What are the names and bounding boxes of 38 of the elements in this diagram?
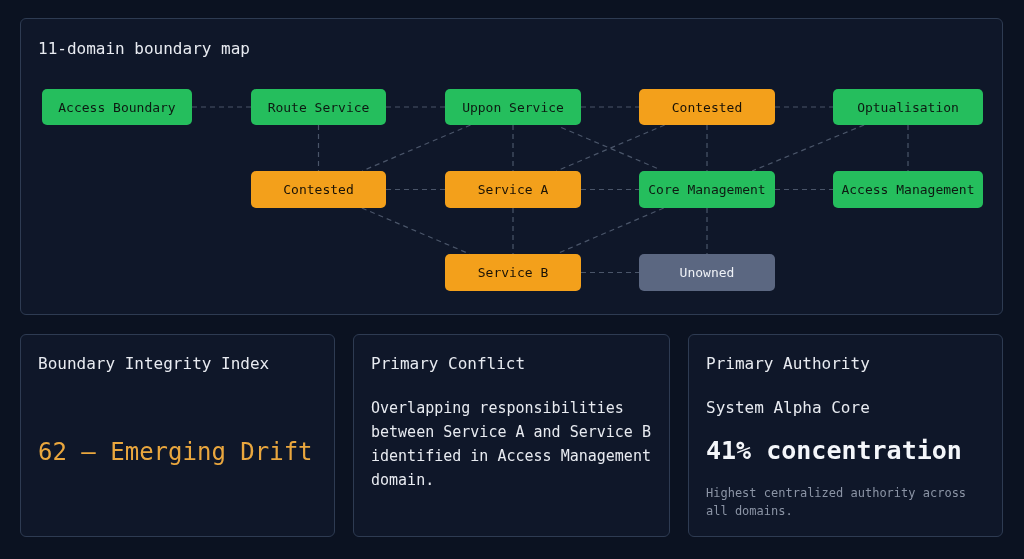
card-heading: Boundary Integrity Index (38, 353, 271, 375)
dashed-connector (580, 271, 640, 274)
metric-card (688, 334, 1003, 537)
map-panel (20, 18, 1003, 315)
contested-domain-box: Contested (251, 171, 386, 208)
metric-card (353, 334, 670, 537)
system-name: System Alpha Core (706, 397, 871, 419)
dashed-connector (512, 207, 514, 255)
card-heading: Primary Authority (706, 353, 871, 375)
domain-box: Core Management (639, 171, 775, 208)
unowned-domain-box: Unowned (639, 254, 775, 291)
dashed-connector (560, 126, 659, 170)
conflict-description: Overlapping responsibilities between Service A and Service B identified in Access Management domain. (371, 398, 652, 491)
domain-box: Route Service (251, 89, 386, 125)
metric-card (20, 334, 335, 537)
dashed-connector (385, 188, 446, 191)
panel-heading: 11-domain boundary map (38, 38, 251, 60)
dashed-connector (751, 124, 865, 172)
dashed-connector (706, 207, 708, 255)
dashed-connector (555, 124, 666, 172)
contested-domain-box: Service B (445, 254, 581, 291)
contested-domain-box: Contested (639, 89, 775, 125)
dashed-connector (774, 188, 834, 191)
footnote-text: Highest centralized authority across all domains. (706, 485, 968, 520)
domain-box: Access Boundary (42, 89, 192, 125)
dashed-connector (361, 124, 472, 172)
domain-box: Access Management (833, 171, 983, 208)
dashed-connector (512, 124, 514, 172)
contested-domain-box: Service A (445, 171, 581, 208)
domain-box: Optualisation (833, 89, 983, 125)
domain-box: Uppon Service (445, 89, 581, 125)
dashed-connector (907, 124, 909, 172)
dashed-connector (580, 188, 640, 191)
dashed-connector (706, 124, 708, 172)
concentration-value: 41% concentration (706, 435, 963, 467)
card-heading: Primary Conflict (371, 353, 527, 375)
dashed-connector (317, 124, 320, 172)
index-value: 62 — Emerging Drift (38, 437, 314, 468)
